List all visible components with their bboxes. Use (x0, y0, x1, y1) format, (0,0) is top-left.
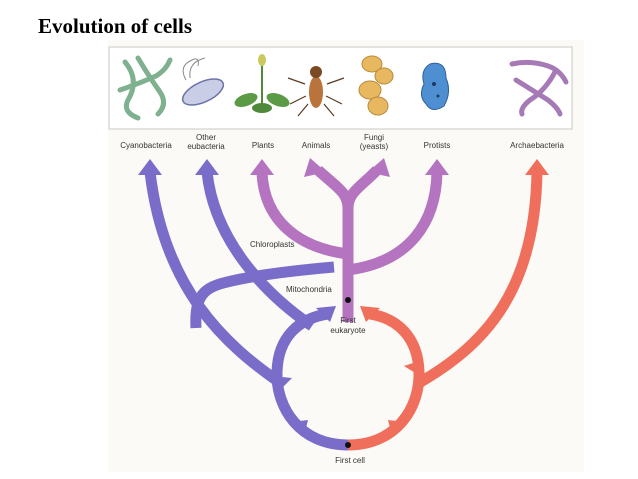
organism-label-eubacteria-line1: Other (196, 133, 216, 142)
eubacteria-icon (181, 57, 225, 106)
eukaryote-lineage (256, 165, 443, 322)
archaea-lineage (347, 171, 543, 451)
organism-label-animals: Animals (302, 141, 330, 150)
eubacteria-lineage (144, 171, 349, 451)
organism-label-protists: Protists (424, 141, 451, 150)
organism-label-archaebacteria: Archaebacteria (510, 141, 564, 150)
organism-label-cyanobacteria: Cyanobacteria (120, 141, 172, 150)
organism-label-fungi-line1: Fungi (364, 133, 384, 142)
arrowheads (138, 158, 549, 436)
organism-label-eubacteria-line2: eubacteria (187, 142, 225, 151)
organism-label-fungi-line2: (yeasts) (360, 142, 389, 151)
organism-label-plants: Plants (252, 141, 274, 150)
first-cell-label: First cell (335, 456, 365, 465)
evolution-diagram: Cyanobacteria Other eubacteria Plants An… (108, 46, 573, 465)
first-eukaryote-dot (345, 297, 351, 303)
slide-title: Evolution of cells (38, 14, 193, 38)
evolution-figure: Cyanobacteria Other eubacteria Plants An… (108, 40, 584, 472)
first-cell-dot (345, 442, 351, 448)
yeast-icon (358, 55, 394, 116)
mitochondria-label: Mitochondria (286, 285, 332, 294)
chloroplasts-label: Chloroplasts (250, 240, 294, 249)
fly-icon (287, 66, 345, 117)
organism-panel (108, 46, 573, 130)
cyanobacteria-icon (117, 55, 173, 121)
protist-icon (420, 62, 450, 110)
archaebacteria-icon (509, 59, 569, 117)
first-eukaryote-label-line1: First (340, 316, 356, 325)
first-eukaryote-label-line2: eukaryote (330, 326, 366, 335)
plant-icon (234, 54, 290, 113)
